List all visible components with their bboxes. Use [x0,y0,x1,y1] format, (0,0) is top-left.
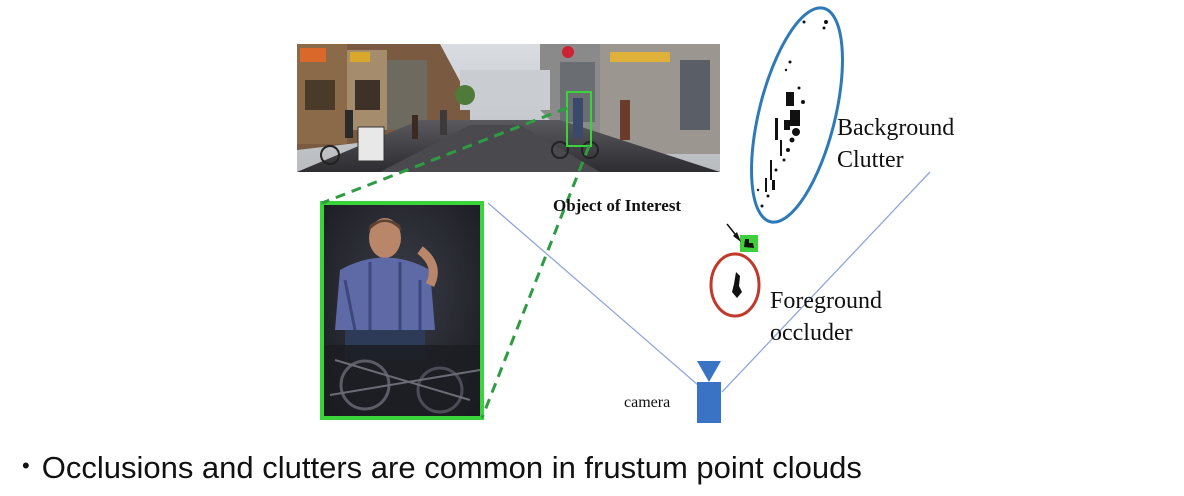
camera-label: camera [624,394,671,411]
object-of-interest-points [744,239,754,248]
object-of-interest-label: Object of Interest [553,196,682,215]
foreground-occluder-ellipse [709,252,761,318]
camera-icon [697,361,721,423]
foreground-occluder-points [732,272,742,298]
zoom-highlight-box [320,201,484,420]
zoom-connector-line [480,145,591,419]
frustum-line-right [721,171,931,393]
bullet-text: Occlusions and clutters are common in fr… [41,450,862,485]
foreground-occluder-label: Foreground occluder [770,285,882,349]
frustum-line-left [487,202,707,393]
background-clutter-label-line1: Background [837,115,955,141]
foreground-occluder-label-line1: Foreground [770,288,882,314]
background-clutter-points [756,20,828,208]
background-clutter-ellipse [750,6,844,224]
photo-highlight-box [566,91,592,147]
bullet-point: • Occlusions and clutters are common in f… [22,450,862,486]
street-photo [297,44,720,172]
foreground-occluder-label-line2: occluder [770,320,853,346]
background-clutter-label-line2: Clutter [837,147,904,173]
zoom-connector-line [321,106,568,205]
zoomed-person-crop [322,203,482,418]
background-clutter-label: Background Clutter [837,112,954,176]
bullet-dot: • [22,453,30,478]
